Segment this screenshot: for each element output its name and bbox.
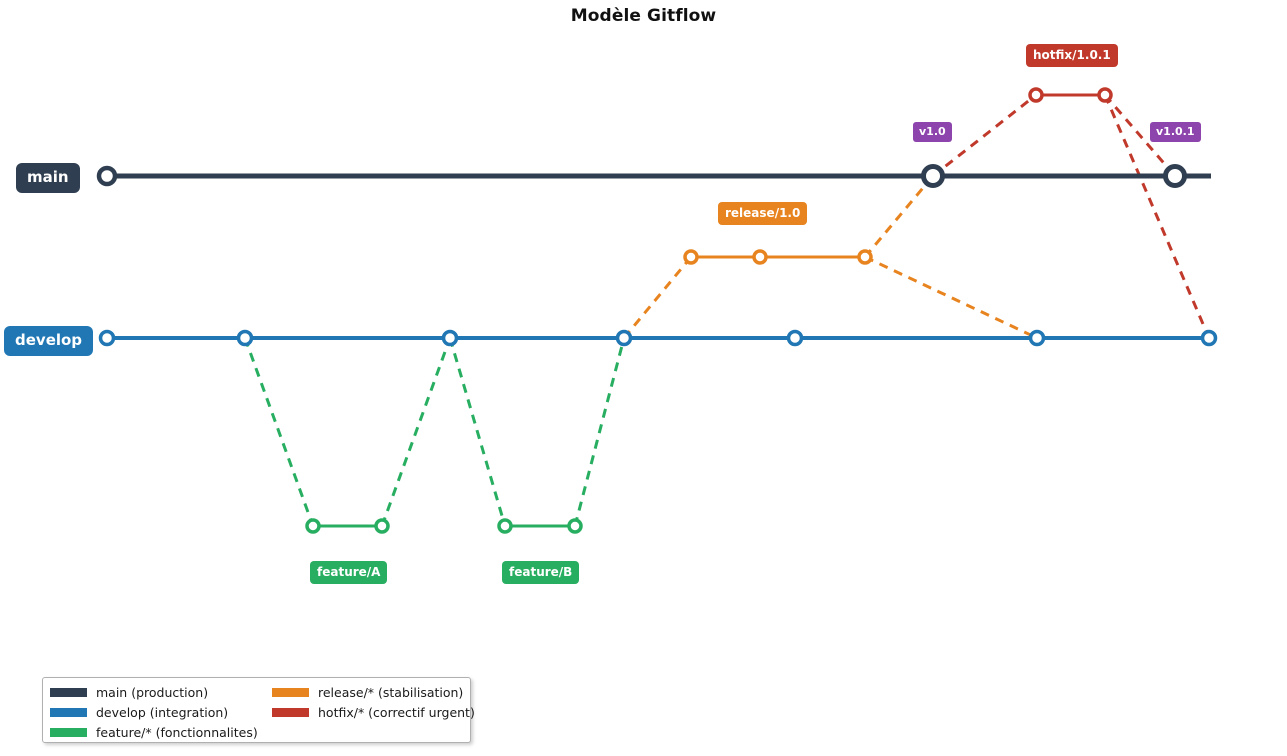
commit-nodes-layer <box>96 87 1218 534</box>
legend-hotfix: hotfix/* (correctif urgent) <box>272 703 475 722</box>
merge-edges-layer <box>243 93 1211 527</box>
release-branch-off <box>622 256 693 339</box>
legend-feature: feature/* (fonctionnalites) <box>50 723 258 742</box>
feature-b-commit-0[interactable] <box>497 518 513 534</box>
hotfix-commit-0[interactable] <box>1028 87 1044 103</box>
develop-commit-1[interactable] <box>236 329 254 347</box>
legend-develop-swatch <box>50 708 87 717</box>
hotfix-merge-develop <box>1103 94 1211 339</box>
legend-main: main (production) <box>50 683 258 702</box>
version-tag-v1-0: v1.0 <box>913 122 952 142</box>
feature-b-branch-off <box>448 337 507 527</box>
legend-release: release/* (stabilisation) <box>272 683 475 702</box>
version-tag-v1-0-1: v1.0.1 <box>1150 122 1201 142</box>
main-branch-label: main <box>16 163 80 193</box>
legend-release-swatch <box>272 688 309 697</box>
feature-b-commit-1[interactable] <box>567 518 583 534</box>
legend-develop: develop (integration) <box>50 703 258 722</box>
branch-lines-layer <box>107 93 1211 528</box>
legend-main-label: main (production) <box>96 685 209 700</box>
release-commit-1[interactable] <box>752 249 768 265</box>
feature-a-merge-in <box>380 337 452 527</box>
legend-release-label: release/* (stabilisation) <box>318 685 464 700</box>
feature-a-commit-1[interactable] <box>374 518 390 534</box>
legend-column-left: main (production) develop (integration) fe… <box>50 683 258 743</box>
legend-hotfix-label: hotfix/* (correctif urgent) <box>318 705 475 720</box>
main-commit-0[interactable] <box>96 165 118 187</box>
hotfix-merge-main <box>1103 94 1177 177</box>
page-title: Modèle Gitflow <box>570 6 717 26</box>
release-commit-2[interactable] <box>857 249 873 265</box>
develop-commit-4[interactable] <box>786 329 804 347</box>
main-commit-v1[interactable] <box>921 164 945 188</box>
legend-develop-label: develop (integration) <box>96 705 229 720</box>
develop-commit-5[interactable] <box>1028 329 1046 347</box>
hotfix-commit-1[interactable] <box>1097 87 1113 103</box>
release-merge-develop <box>864 255 1038 340</box>
legend-feature-label: feature/* (fonctionnalites) <box>96 725 258 740</box>
release-merge-main <box>863 175 935 258</box>
legend-feature-swatch <box>50 728 87 737</box>
release-commit-0[interactable] <box>683 249 699 265</box>
hotfix-branch-off <box>932 93 1037 178</box>
release-branch-tag: release/1.0 <box>718 202 808 225</box>
hotfix-branch-tag: hotfix/1.0.1 <box>1026 44 1118 67</box>
feature-b-tag: feature/B <box>502 561 580 584</box>
develop-commit-0[interactable] <box>98 329 116 347</box>
legend-column-right: release/* (stabilisation) hotfix/* (corre… <box>272 683 475 723</box>
legend: main (production) develop (integration) fe… <box>42 677 475 743</box>
feature-a-branch-off <box>243 337 315 527</box>
develop-commit-6[interactable] <box>1200 329 1218 347</box>
legend-hotfix-swatch <box>272 708 309 717</box>
legend-main-swatch <box>50 688 87 697</box>
main-commit-v101[interactable] <box>1163 164 1187 188</box>
develop-branch-label: develop <box>4 326 94 356</box>
develop-commit-3[interactable] <box>615 329 633 347</box>
feature-b-merge-in <box>573 337 626 527</box>
feature-a-tag: feature/A <box>310 561 388 584</box>
develop-commit-2[interactable] <box>441 329 459 347</box>
feature-a-commit-0[interactable] <box>305 518 321 534</box>
